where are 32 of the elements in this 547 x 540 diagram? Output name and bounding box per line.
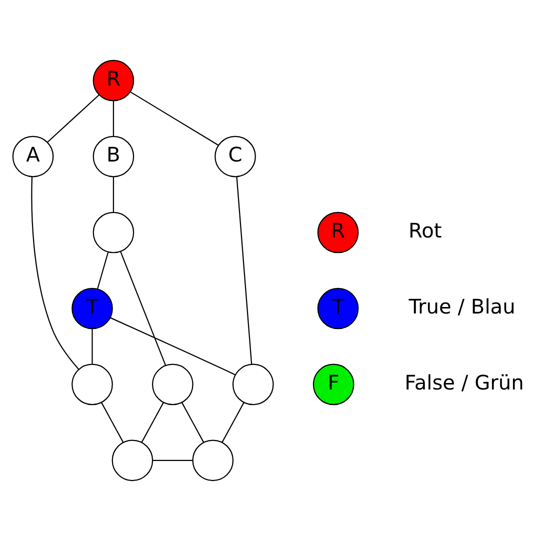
node-label: True / Blau xyxy=(408,294,516,318)
connector xyxy=(31,176,80,370)
connector xyxy=(101,402,124,442)
connector xyxy=(152,459,193,460)
node-circle: C xyxy=(214,135,256,177)
node-circle: A xyxy=(12,135,54,177)
node-circle: B xyxy=(92,135,134,177)
node-circle: T xyxy=(72,287,113,329)
node-label: False / Grün xyxy=(404,370,524,394)
node-circle: R xyxy=(317,211,359,253)
node-circle: R xyxy=(92,59,134,101)
node-circle xyxy=(92,211,134,253)
connector xyxy=(130,90,219,146)
node-circle: F xyxy=(312,363,354,405)
connector xyxy=(120,250,166,366)
node-circle xyxy=(112,439,154,481)
connector xyxy=(112,176,114,212)
node-label: Rot xyxy=(408,218,442,242)
node-circle: T xyxy=(317,287,359,329)
connector xyxy=(110,316,236,375)
node-circle xyxy=(232,363,274,405)
connector xyxy=(46,94,100,142)
connector xyxy=(141,402,164,442)
connector xyxy=(112,100,114,136)
connector xyxy=(96,252,109,289)
node-circle xyxy=(152,363,194,405)
connector xyxy=(236,176,252,364)
node-circle xyxy=(72,363,113,405)
connector xyxy=(92,328,93,364)
node-circle xyxy=(192,439,234,481)
connector xyxy=(182,402,204,442)
connector xyxy=(222,402,244,442)
